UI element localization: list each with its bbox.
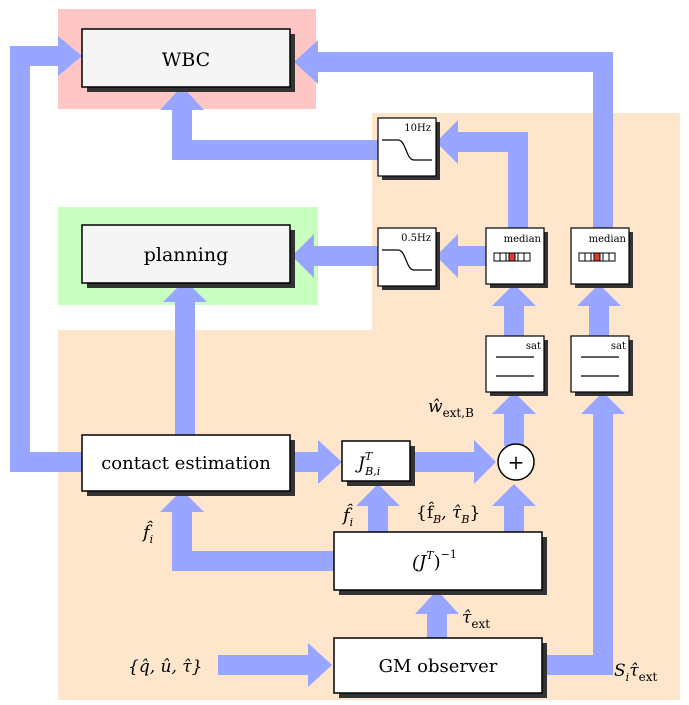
gm-observer-block: GM observer — [333, 637, 547, 698]
filter-10hz-label: 10Hz — [404, 123, 431, 134]
saturation-left-block: sat — [485, 335, 548, 396]
saturation-left-label: sat — [526, 341, 541, 352]
arrow-contact-to-jt — [292, 440, 342, 484]
median-left-window — [493, 252, 531, 262]
inverse-label: (JT)−1 — [412, 548, 457, 573]
saturation-right-label: sat — [611, 341, 626, 352]
input-states-label: {q̂, û, τ̂} — [128, 657, 202, 677]
sum-node: + — [497, 443, 535, 481]
arrow-sum-to-sat-left — [492, 392, 536, 446]
s-tau-ext-label: Siτ̂ext — [614, 661, 657, 684]
planning-block: planning — [81, 224, 295, 288]
arrow-median-left-to-10hz — [436, 120, 528, 230]
lowpass-curve-10hz — [382, 139, 432, 161]
arrow-inverse-to-contact — [160, 490, 334, 571]
arrow-inverse-to-jt — [356, 484, 400, 534]
filter-05hz-label: 0.5Hz — [401, 233, 431, 244]
arrow-gm-to-sat-right — [543, 392, 625, 675]
gm-observer-label: GM observer — [379, 656, 498, 677]
median-left-label: median — [504, 234, 542, 245]
arrow-contact-to-planning — [163, 280, 207, 436]
median-left-block: median — [485, 227, 548, 288]
median-right-window — [578, 252, 616, 262]
sum-label: + — [508, 450, 525, 474]
median-right-label: median — [589, 234, 627, 245]
tau-ext-label: τ̂ext — [462, 608, 490, 631]
saturation-right-block: sat — [570, 335, 633, 396]
arrow-10hz-to-wbc — [160, 86, 378, 160]
wbc-block: WBC — [81, 28, 295, 92]
contact-estimation-block: contact estimation — [81, 434, 295, 496]
lowpass-curve-05hz — [382, 249, 432, 271]
estimation-region — [58, 113, 680, 700]
arrow-sat-right-to-median-right — [577, 284, 621, 336]
arrow-median-right-to-wbc — [294, 40, 613, 230]
planning-label: planning — [144, 244, 229, 266]
wbc-label: WBC — [162, 49, 210, 71]
w-ext-label: ŵext,B — [428, 397, 474, 420]
filter-05hz-block: 0.5Hz — [377, 227, 440, 290]
f-tau-b-label: {f̂B, τ̂B} — [416, 502, 480, 526]
median-right-block: median — [570, 227, 633, 288]
arrow-median-left-to-05hz — [436, 234, 490, 278]
arrow-inputs-to-gm — [218, 643, 332, 687]
arrow-contact-to-wbc — [10, 36, 82, 472]
inverse-block: (JT)−1 — [333, 531, 547, 595]
arrow-sat-left-to-median-left — [492, 284, 536, 336]
arrow-gm-to-inverse — [415, 590, 459, 640]
arrow-jt-to-sum — [413, 440, 496, 484]
filter-10hz-block: 10Hz — [377, 117, 440, 180]
arrow-inverse-to-sum — [492, 484, 536, 534]
arrow-05hz-to-planning — [292, 234, 378, 278]
contact-estimation-label: contact estimation — [101, 453, 271, 474]
